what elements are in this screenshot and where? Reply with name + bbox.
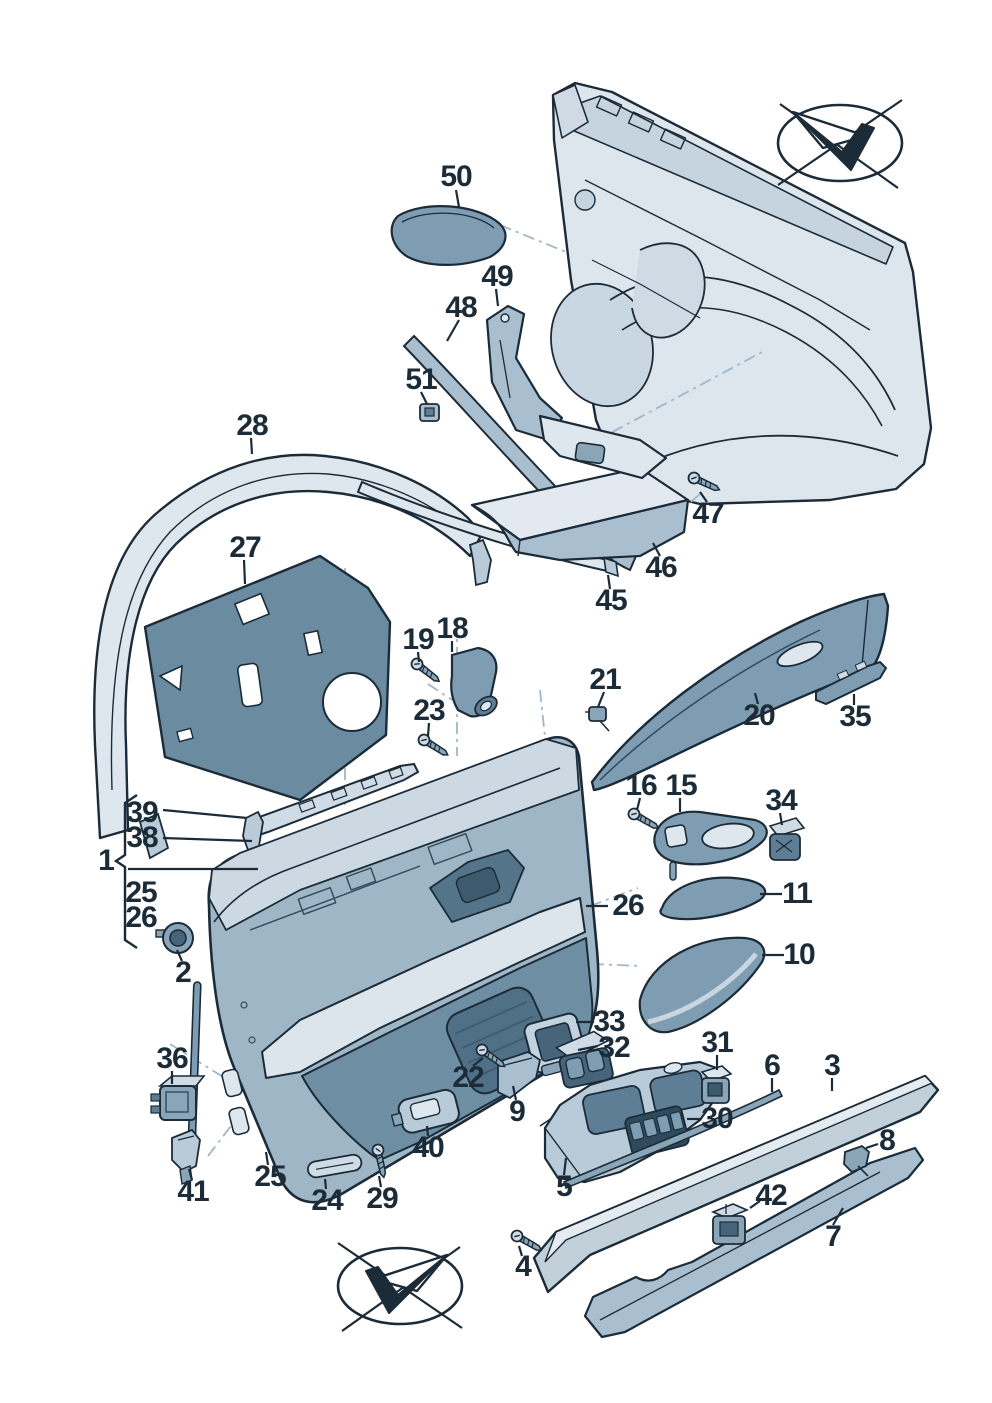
part-grab-handle-funnel — [450, 646, 498, 718]
callout-34[interactable]: 34 — [765, 784, 797, 817]
part-clip-51 — [419, 403, 440, 422]
part-switch-31 — [700, 1065, 733, 1104]
part-main-door-trim-panel — [207, 736, 600, 1204]
callout-50[interactable]: 50 — [440, 160, 472, 193]
part-strip-24 — [307, 1153, 363, 1179]
part-lower-trim-strip-45-end — [603, 556, 619, 578]
callout-5[interactable]: 5 — [556, 1170, 573, 1203]
callout-29[interactable]: 29 — [366, 1182, 398, 1215]
part-window-switch-bank-30 — [624, 1105, 690, 1158]
part-window-switch-32 — [554, 1030, 614, 1089]
part-window-frame-trim-foot — [138, 812, 170, 860]
label-ticks — [128, 189, 879, 1257]
callout-4[interactable]: 4 — [515, 1250, 532, 1283]
part-cover-10 — [638, 936, 766, 1034]
part-a-pillar-trim — [590, 592, 890, 792]
callout-38[interactable]: 38 — [126, 821, 158, 854]
callout-25-left[interactable]: 25 — [125, 876, 157, 909]
callout-23[interactable]: 23 — [413, 694, 445, 727]
callout-39[interactable]: 39 — [126, 796, 158, 829]
callout-45[interactable]: 45 — [595, 584, 627, 617]
screw-16-icon — [625, 805, 662, 834]
callout-10[interactable]: 10 — [783, 938, 815, 971]
callout-31[interactable]: 31 — [701, 1026, 733, 1059]
part-decor-trim-46 — [470, 466, 690, 562]
callout-3[interactable]: 3 — [824, 1049, 841, 1082]
callout-24[interactable]: 24 — [311, 1184, 343, 1217]
callout-16[interactable]: 16 — [625, 769, 657, 802]
callout-28[interactable]: 28 — [236, 409, 268, 442]
callout-47[interactable]: 47 — [692, 497, 724, 530]
part-trim-cap-9 — [497, 1051, 542, 1100]
callout-41[interactable]: 41 — [177, 1175, 209, 1208]
callout-21[interactable]: 21 — [589, 663, 621, 696]
callout-26-left[interactable]: 26 — [125, 901, 157, 934]
callout-30[interactable]: 30 — [701, 1102, 733, 1135]
callout-42[interactable]: 42 — [755, 1179, 787, 1212]
callout-18[interactable]: 18 — [436, 612, 468, 645]
part-window-frame-trim-tail — [468, 538, 492, 587]
callout-11[interactable]: 11 — [782, 877, 813, 910]
callout-32[interactable]: 32 — [598, 1031, 630, 1064]
part-tweeter-speaker — [155, 922, 194, 954]
part-mirror-triangle-cover-edge — [401, 212, 495, 229]
callout-26-right[interactable]: 26 — [612, 889, 644, 922]
part-handle-strip-35 — [815, 660, 888, 706]
callout-15[interactable]: 15 — [665, 769, 697, 802]
callout-51[interactable]: 51 — [405, 363, 437, 396]
part-clip-8 — [843, 1144, 870, 1177]
callout-35[interactable]: 35 — [839, 700, 871, 733]
screw-23-icon — [415, 731, 452, 761]
callout-20[interactable]: 20 — [743, 699, 775, 732]
part-connector-42 — [710, 1203, 750, 1245]
part-armrest-decor-strip — [532, 1074, 940, 1294]
callout-6[interactable]: 6 — [764, 1049, 781, 1082]
callout-40[interactable]: 40 — [412, 1131, 444, 1164]
callout-22[interactable]: 22 — [452, 1061, 484, 1094]
part-insulation-panel — [143, 554, 392, 802]
callout-36[interactable]: 36 — [156, 1042, 188, 1075]
callout-9[interactable]: 9 — [509, 1095, 526, 1128]
callout-7[interactable]: 7 — [825, 1220, 842, 1253]
group-bracket-1 — [113, 794, 138, 949]
callout-1[interactable]: 1 — [98, 844, 115, 877]
part-lock-switch-34 — [768, 817, 806, 861]
part-window-frame-trim-inner-line — [110, 472, 464, 791]
callout-27[interactable]: 27 — [229, 531, 261, 564]
callout-33[interactable]: 33 — [593, 1005, 625, 1038]
part-cover-11 — [659, 876, 767, 921]
callout-25-bottom[interactable]: 25 — [254, 1160, 286, 1193]
part-switch-module-36 — [150, 1075, 206, 1121]
part-light-module-40 — [390, 1088, 460, 1134]
part-trim-rod-6 — [563, 1088, 784, 1190]
crossed-paper-plane-logo-bottom — [336, 1241, 464, 1333]
part-clip-21 — [585, 706, 610, 732]
part-door-seal-strip — [187, 981, 202, 1149]
callout-46[interactable]: 46 — [645, 551, 677, 584]
assembled-door-panel — [550, 81, 933, 506]
part-mirror-triangle-cover — [390, 205, 507, 266]
callout-49[interactable]: 49 — [481, 260, 513, 293]
part-lower-decor-strip — [583, 1146, 925, 1339]
part-pull-handle-bracket — [485, 304, 668, 480]
crossed-paper-plane-logo-top — [776, 98, 904, 190]
callout-8[interactable]: 8 — [879, 1124, 896, 1157]
callout-48[interactable]: 48 — [445, 291, 477, 324]
part-inner-door-handle — [653, 810, 768, 881]
screw-19-icon — [408, 655, 444, 687]
callout-2[interactable]: 2 — [175, 956, 192, 989]
callout-19[interactable]: 19 — [402, 623, 434, 656]
